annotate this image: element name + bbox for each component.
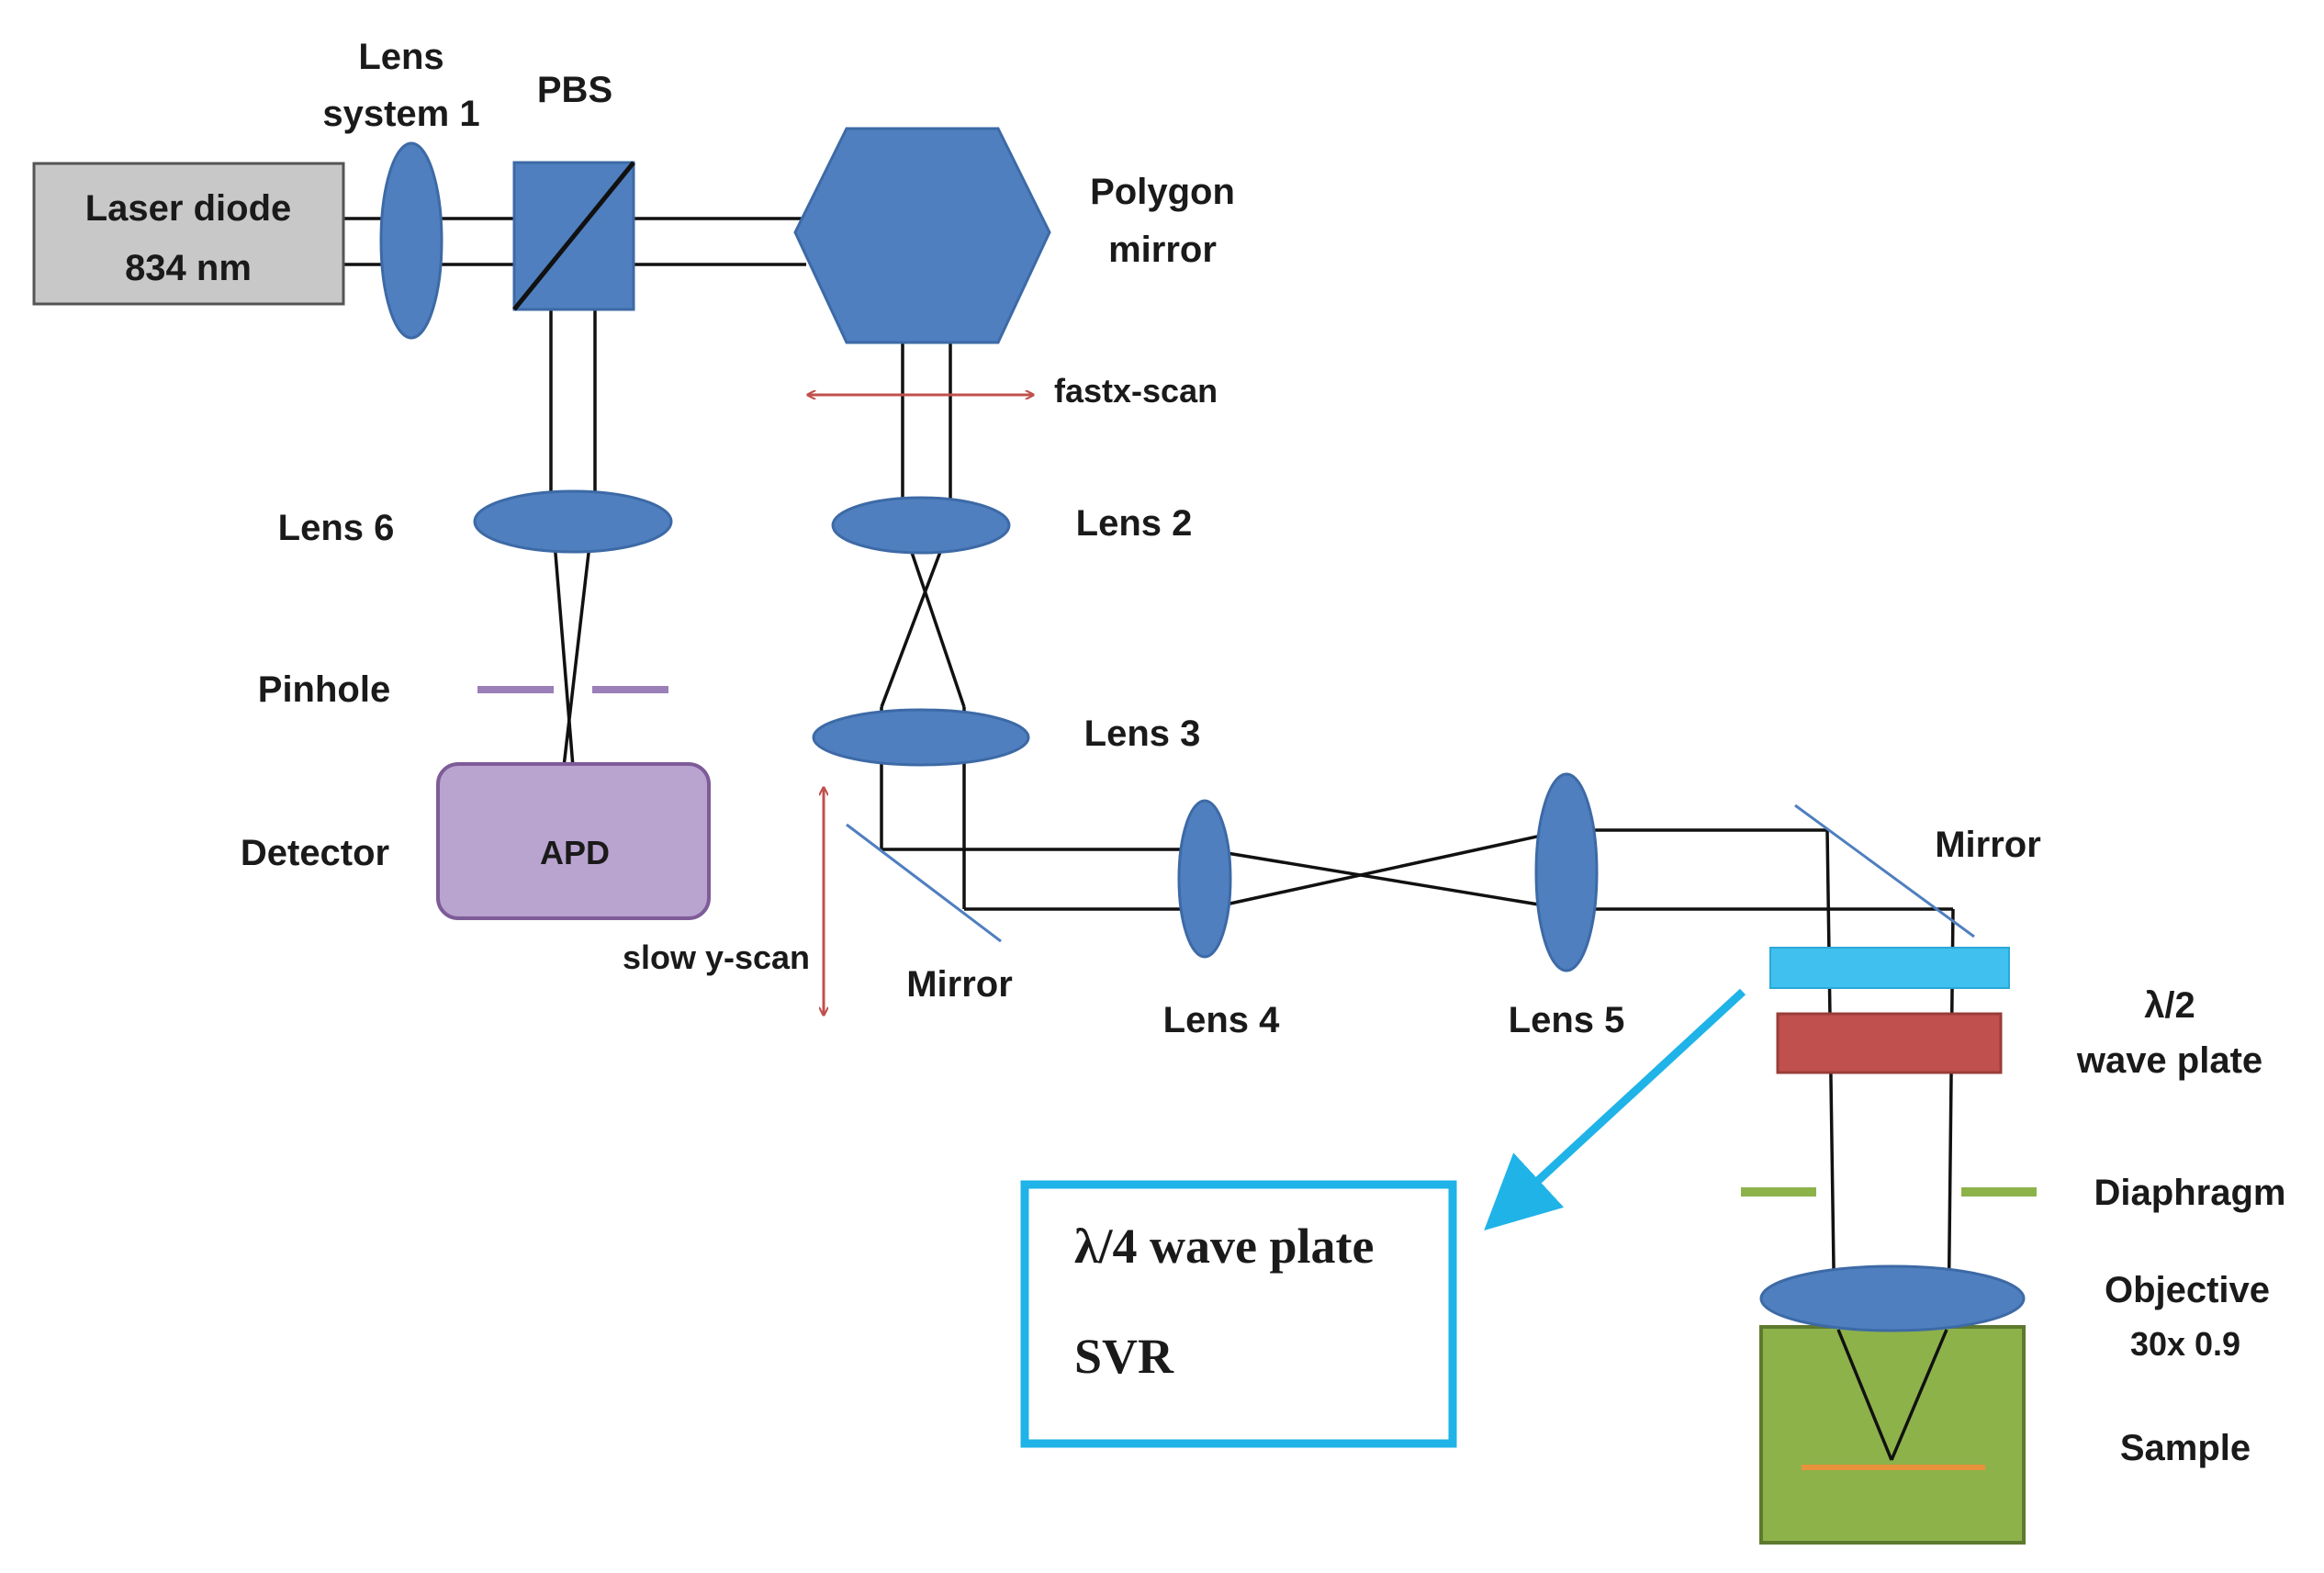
lens-3 <box>812 708 1030 767</box>
lens-4 <box>1177 799 1232 959</box>
lens-5 <box>1534 772 1599 972</box>
lens-system-1-label-line2: system 1 <box>322 94 479 134</box>
pinhole-label: Pinhole <box>258 669 390 710</box>
objective-label-line2: 30x 0.9 <box>2130 1325 2240 1363</box>
slow-scan-label: slow y-scan <box>623 938 810 976</box>
polygon-label-line2: mirror <box>1108 230 1217 270</box>
mirror-1-label: Mirror <box>906 964 1013 1005</box>
quarter-wave-plate <box>1769 947 2010 989</box>
polygon-mirror <box>793 127 1051 344</box>
half-wave-label-line2: wave plate <box>2076 1040 2262 1081</box>
sample <box>1759 1325 2026 1545</box>
lens-5-label: Lens 5 <box>1509 1000 1625 1040</box>
laser-label-line1: Laser diode <box>85 188 292 229</box>
inset-pointer-arrow <box>1484 988 1746 1230</box>
diaphragm-label: Diaphragm <box>2094 1173 2286 1213</box>
lens-3-label: Lens 3 <box>1084 713 1201 754</box>
lens-6 <box>473 489 673 554</box>
lens-6-label: Lens 6 <box>278 508 395 548</box>
lens-4-label: Lens 4 <box>1163 1000 1280 1040</box>
mirror-2 <box>1794 803 1975 938</box>
lens-system-1-label-line1: Lens <box>358 37 443 77</box>
polygon-label-line1: Polygon <box>1090 172 1235 212</box>
objective-label-line1: Objective <box>2105 1270 2270 1310</box>
half-wave-plate <box>1776 1012 2003 1074</box>
detector-label: Detector <box>241 833 389 873</box>
half-wave-label-line1: λ/2 <box>2144 985 2195 1026</box>
pbs-cube <box>512 161 635 311</box>
laser-label-line2: 834 nm <box>125 248 252 288</box>
mirror-1 <box>846 823 1002 943</box>
pbs-label: PBS <box>537 70 612 110</box>
inset-line2: SVR <box>1074 1329 1174 1384</box>
laser-diode: Laser diode 834 nm <box>32 162 345 306</box>
inset-box: λ/4 wave plate SVR <box>1020 1180 1457 1448</box>
lens-2 <box>831 496 1011 555</box>
lens-system-1 <box>379 141 443 340</box>
fast-scan-label: fastx-scan <box>1054 372 1218 410</box>
sample-label: Sample <box>2120 1428 2251 1468</box>
lens-2-label: Lens 2 <box>1076 503 1193 544</box>
objective-lens <box>1759 1264 2026 1332</box>
inset-line1: λ/4 wave plate <box>1074 1219 1374 1274</box>
apd-label: APD <box>540 834 610 871</box>
mirror-2-label: Mirror <box>1935 825 2041 865</box>
apd-detector: APD <box>436 762 711 920</box>
